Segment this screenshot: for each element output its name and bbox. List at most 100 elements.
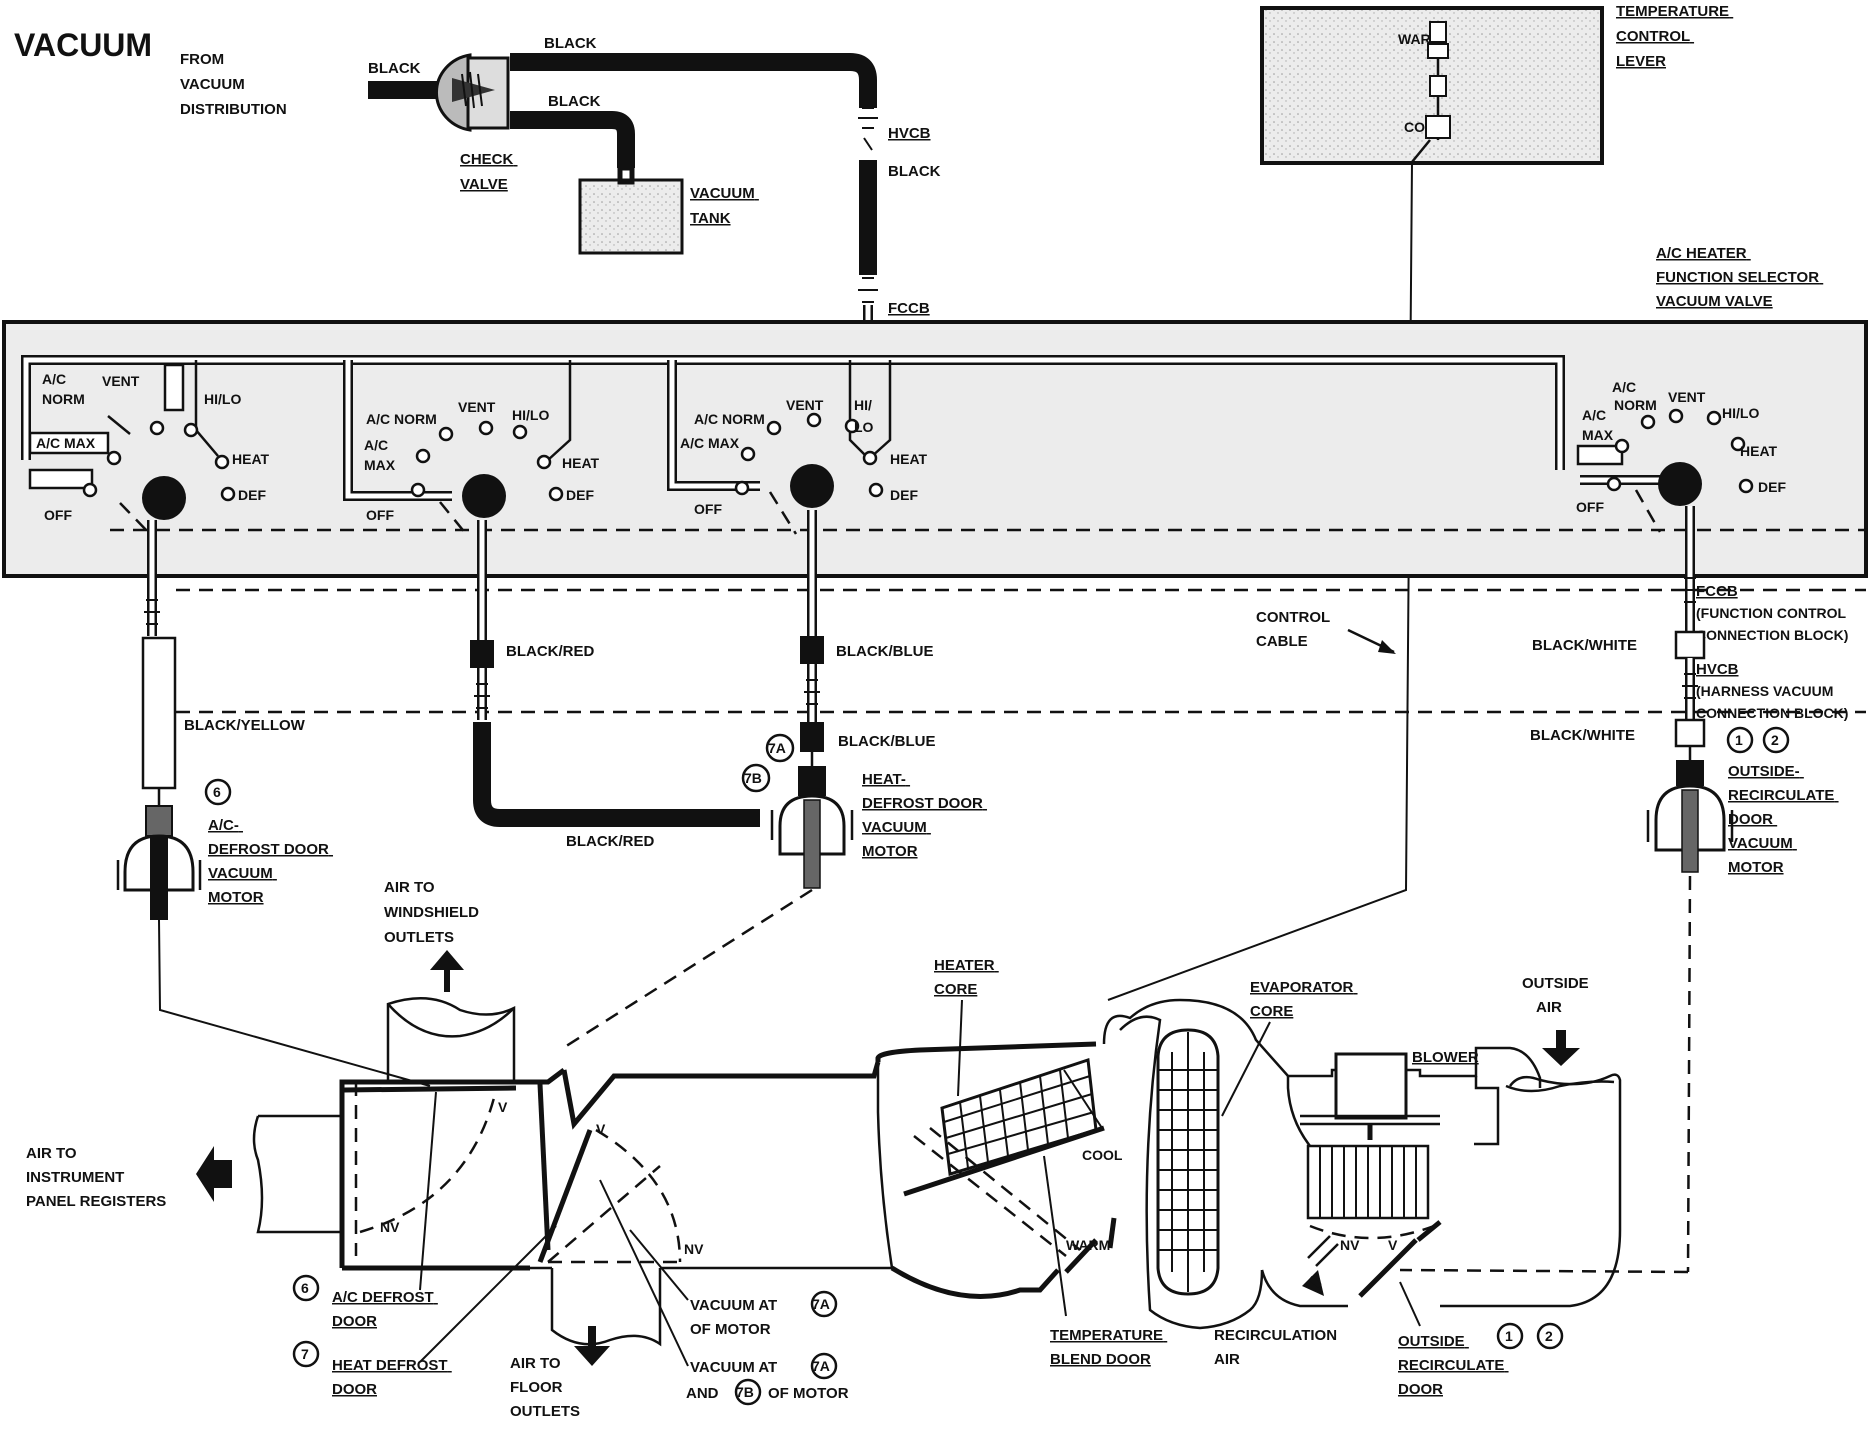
num-7b-circle (741, 763, 771, 793)
v3-vent: VENT (786, 397, 824, 413)
black-white-connector-2 (1674, 718, 1706, 748)
num-1-motor-circle (1726, 726, 1754, 754)
windshield-arrow (430, 950, 464, 992)
black-blue-connector-1 (800, 636, 824, 664)
evaporator-core-label: EVAPORATOR CORE (1250, 979, 1358, 1020)
v-label-3: V (1388, 1237, 1398, 1253)
vacuum-tank (578, 178, 684, 255)
black-top-label: BLACK (544, 35, 597, 52)
vacuum-source: FROM VACUUM DISTRIBUTION BLACK BLACK BLA… (180, 35, 941, 355)
v1-off: OFF (44, 507, 72, 523)
vac7a-post: OF MOTOR (690, 1321, 771, 1338)
v-label-1: V (498, 1099, 508, 1115)
black-blue-connector-2 (800, 722, 824, 752)
black-hvcb-label: BLACK (888, 163, 941, 180)
v4-norm: NORM (1614, 397, 1657, 413)
floor-arrow (574, 1326, 610, 1366)
vac7a-circle (810, 1290, 838, 1318)
hvcb-lower-label: HVCB (1696, 661, 1739, 678)
outside-recirculate-door (1358, 1238, 1418, 1298)
evaporator-core (1119, 1015, 1264, 1330)
v1-def: DEF (238, 487, 266, 503)
num-2-motor: 2 (1771, 732, 1779, 748)
v3-ac-norm: A/C NORM (694, 411, 765, 427)
heater-core-label: HEATER CORE (934, 957, 999, 998)
outside-recirculate-door-vacuum-motor (1646, 746, 1734, 873)
v2-vent: VENT (458, 399, 496, 415)
num-7b-motor: 7B (744, 770, 762, 786)
air-to-instrument-label: AIR TO INSTRUMENT PANEL REGISTERS (26, 1145, 166, 1210)
num-7-door-circle (292, 1340, 320, 1368)
v1-vent: VENT (102, 373, 140, 389)
hvcb-top-label: HVCB (888, 125, 931, 142)
hvcb-desc: (HARNESS VACUUM CONNECTION BLOCK) (1696, 683, 1848, 721)
warm-duct-label: WARM (1066, 1237, 1110, 1253)
instrument-arrow (196, 1146, 232, 1202)
valve-1-knob (142, 476, 186, 520)
selector-valve-3: A/C NORM VENT HI/LO A/C MAX HEAT DEF OFF (680, 360, 928, 535)
fccb-desc: (FUNCTION CONTROL CONNECTION BLOCK) (1696, 605, 1850, 643)
outside-air-label: OUTSIDE AIR (1522, 975, 1593, 1016)
vacuum-tank-label: VACUUM TANK (690, 185, 759, 227)
num-6-door-circle (292, 1274, 320, 1302)
num-7a-circle (765, 733, 795, 763)
black-red-connector (470, 640, 494, 668)
function-selector-panel (2, 320, 1868, 578)
blower (1300, 1052, 1440, 1240)
hvac-duct-assembly (196, 950, 1622, 1366)
v2-off: OFF (366, 507, 394, 523)
num-6-door: 6 (301, 1280, 309, 1296)
vac7ab-num-b: 7B (736, 1384, 754, 1400)
fccb-top-label: FCCB (888, 300, 930, 317)
recirc-door-label: OUTSIDE RECIRCULATE DOOR (1398, 1333, 1509, 1398)
v4-vent: VENT (1668, 389, 1706, 405)
vac7a-pre: VACUUM AT (690, 1297, 777, 1314)
valve-2-knob (462, 474, 506, 518)
control-cable (1107, 161, 1413, 1001)
door6-label: A/C DEFROST DOOR (332, 1289, 438, 1330)
valve-3-knob (790, 464, 834, 508)
m7-label: HEAT- DEFROST DOOR VACUUM MOTOR (862, 771, 987, 860)
heat-defrost-door-vacuum-motor (770, 752, 854, 889)
temperature-blend-door (903, 1125, 1105, 1197)
recirc-num-1-circle (1496, 1322, 1524, 1350)
num-1-motor: 1 (1735, 732, 1743, 748)
vac7ab-circle-a (810, 1352, 838, 1380)
hose-to-hvcb (510, 53, 877, 108)
num-7-door: 7 (301, 1346, 309, 1362)
link-motor12-vertical (1686, 875, 1692, 1273)
v1-hilo: HI/LO (204, 391, 241, 407)
air-to-floor-label: AIR TO FLOOR OUTLETS (510, 1355, 580, 1420)
v4-off: OFF (1576, 499, 1604, 515)
air-to-windshield-label: AIR TO WINDSHIELD OUTLETS (384, 879, 483, 946)
check-valve-label: CHECK VALVE (460, 151, 518, 193)
black-red-label-2: BLACK/RED (566, 833, 654, 850)
v1-ac-max: A/C MAX (36, 435, 96, 451)
v3-def: DEF (890, 487, 918, 503)
v3-off: OFF (694, 501, 722, 517)
outside-air-arrow (1542, 1030, 1580, 1066)
valve-4-knob (1658, 462, 1702, 506)
cool-duct-label: COOL (1082, 1147, 1123, 1163)
control-cable-label: CONTROL CABLE (1256, 609, 1334, 650)
link-motor7-door7 (559, 888, 813, 1052)
v3-hilo: HI/LO (854, 397, 874, 435)
nv-label-2: NV (684, 1241, 704, 1257)
black-in-label: BLACK (368, 60, 421, 77)
v2-def: DEF (566, 487, 594, 503)
diagram-title: VACUUM (14, 27, 152, 63)
nv-label-3: NV (1340, 1237, 1360, 1253)
ac-defrost-door-vacuum-motor (116, 788, 202, 920)
v4-hilo: HI/LO (1722, 405, 1759, 421)
vac7ab-pre: VACUUM AT (690, 1359, 777, 1376)
num-6-motor: 6 (213, 784, 221, 800)
num-7a-motor: 7A (768, 740, 786, 756)
black-red-hose (473, 722, 760, 827)
vac7a-num: 7A (812, 1296, 830, 1312)
vac7ab-mid: AND (686, 1385, 719, 1402)
